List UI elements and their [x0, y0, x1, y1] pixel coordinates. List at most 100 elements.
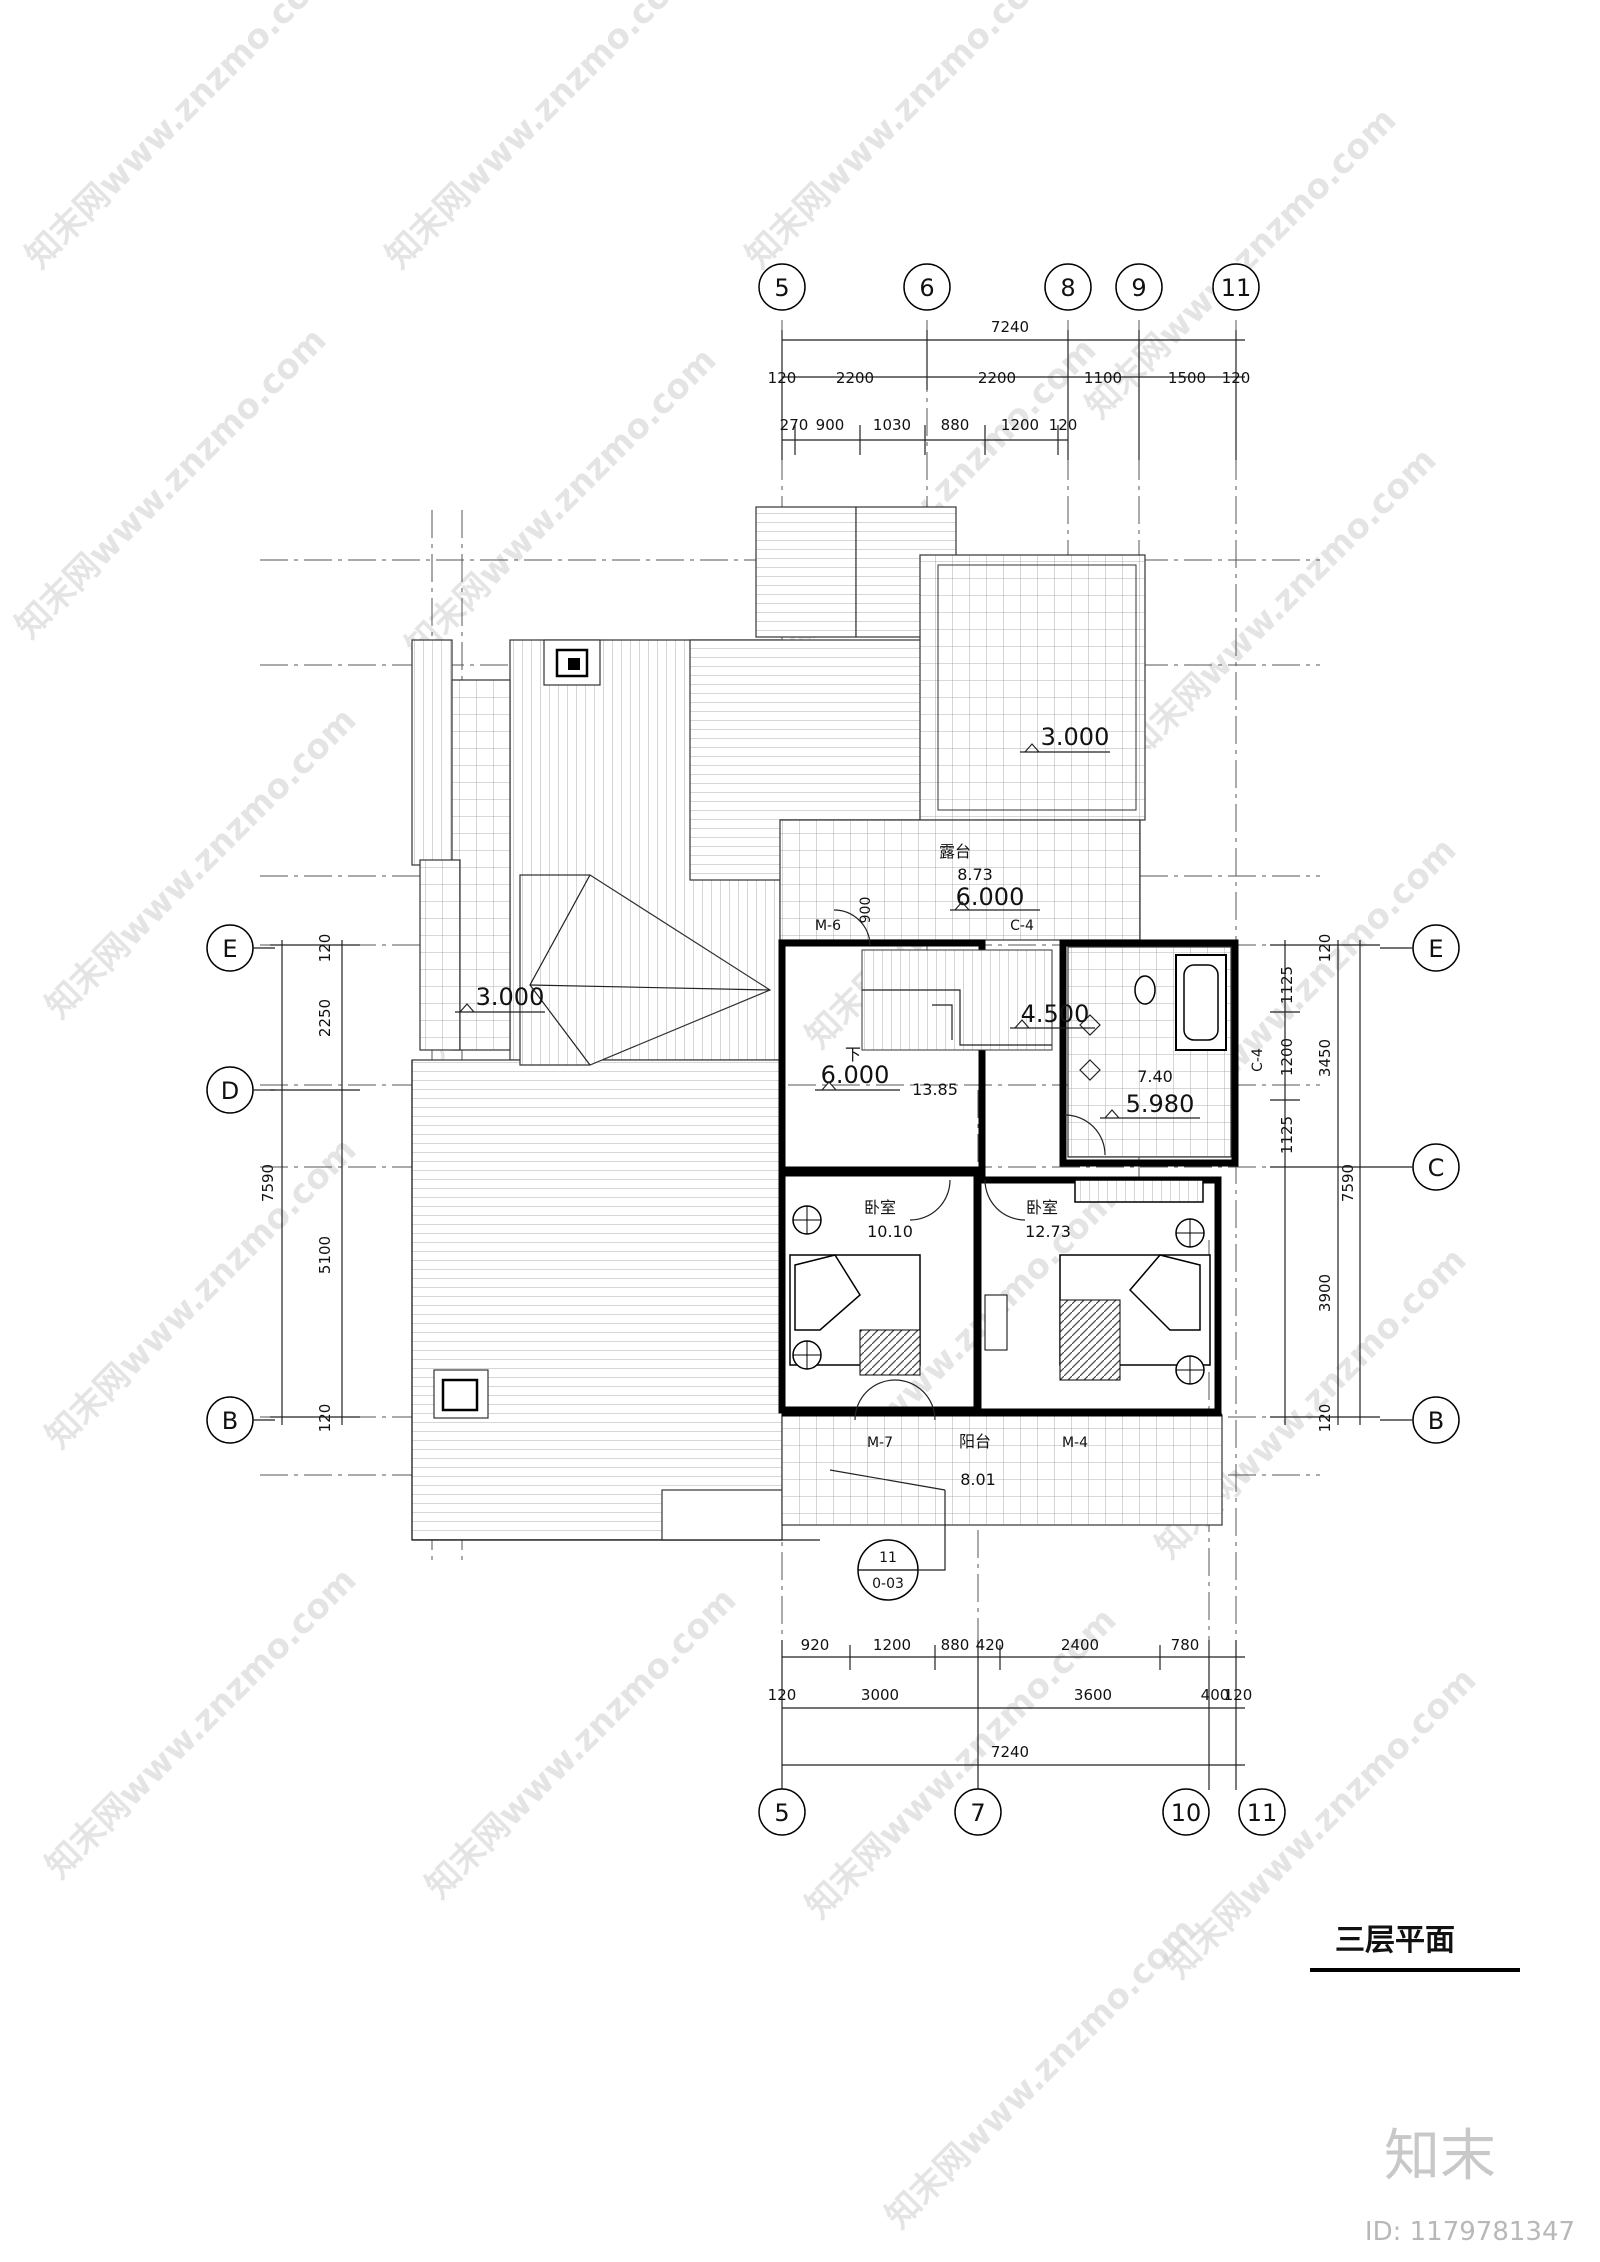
roof-level-right: 3.000: [1041, 723, 1110, 751]
dim-text: 780: [1171, 1636, 1200, 1654]
bedroom-2-area: 12.73: [1025, 1222, 1071, 1241]
dim-text: 120: [1316, 934, 1334, 963]
axis-label-right: B: [1428, 1407, 1444, 1435]
room-labels: 露台 8.73 6.000 6.000 13.85 4.500 下 7.40 5…: [455, 723, 1200, 1489]
dimension-text-bottom: 920 1200 880 420 2400 780 120 3000 3600 …: [768, 1636, 1253, 1761]
balcony-name: 阳台: [959, 1432, 991, 1451]
detail-reference: 11 0-03: [829, 1469, 946, 1601]
axis-label-top: 11: [1221, 274, 1252, 302]
axis-label-left: D: [221, 1077, 239, 1105]
door-tag-m4: M-4: [1062, 1435, 1088, 1451]
watermark-text: 知末网www.znzmo.com: [38, 1560, 364, 1886]
terrace-level: 6.000: [956, 883, 1025, 911]
dimensions-top: [781, 330, 1245, 460]
terrace-area: 8.73: [957, 865, 993, 884]
watermark-text: 知末网www.znzmo.com: [738, 0, 1064, 276]
dim-text: 120: [1316, 1404, 1334, 1433]
bedroom-1-furniture: [789, 1205, 921, 1376]
axis-label-bottom: 11: [1247, 1799, 1278, 1827]
dim-text: 420: [976, 1636, 1005, 1654]
dim-text: 3450: [1316, 1039, 1334, 1077]
watermark-text: 知末网www.znzmo.com: [8, 320, 334, 646]
stair-down-arrow: 下: [845, 1045, 861, 1064]
bedroom-2-furniture: [984, 1179, 1211, 1385]
dimensions-right: [1270, 940, 1380, 1425]
drawing-title: 三层平面: [1310, 1923, 1520, 1972]
dim-text: 1125: [1278, 966, 1296, 1004]
dim-text: 1500: [1168, 369, 1206, 387]
window-tag-c4: C-4: [1010, 918, 1034, 934]
opening-tags: M-6 C-4 C-4 M-7 M-4 900: [815, 897, 1266, 1451]
dim-text: 900: [816, 416, 845, 434]
dim-text: 3600: [1074, 1686, 1112, 1704]
axis-bubbles-bottom: 5 7 10 11: [758, 1788, 1286, 1836]
stair: [861, 949, 1053, 1051]
dim-text: 1125: [1278, 1116, 1296, 1154]
watermark-text: 知末网www.znzmo.com: [398, 340, 724, 666]
building-walls: [778, 939, 1239, 1526]
dim-text: 7590: [1339, 1164, 1357, 1202]
dim-total-top: 7240: [991, 318, 1029, 336]
bath-level: 5.980: [1126, 1090, 1195, 1118]
dim-text: 120: [316, 934, 334, 963]
axis-label-left: B: [222, 1407, 238, 1435]
bath-area: 7.40: [1137, 1067, 1173, 1086]
dim-text: 2250: [316, 999, 334, 1037]
watermark-text: 知末网www.znzmo.com: [878, 1910, 1204, 2236]
roof-left: [411, 639, 966, 1541]
watermark-text: 知末网www.znzmo.com: [1118, 440, 1444, 766]
dim-text: 120: [316, 1404, 334, 1433]
watermark-text: 知末网www.znzmo.com: [38, 700, 364, 1026]
id-text: ID: 1179781347: [1365, 2217, 1575, 2247]
dim-text: 2200: [978, 369, 1016, 387]
dimensions-bottom: [781, 1640, 1245, 1790]
dim-text: 400: [1201, 1686, 1230, 1704]
axis-label-left: E: [222, 935, 237, 963]
detail-sheet: 0-03: [872, 1576, 904, 1592]
dim-text: 120: [1224, 1686, 1253, 1704]
stair-level: 4.500: [1021, 1000, 1090, 1028]
dim-text: 3900: [1316, 1274, 1334, 1312]
balcony-area: 8.01: [960, 1470, 996, 1489]
axis-bubbles-top: 5 6 8 9 11: [758, 263, 1260, 311]
axis-bubbles-left: E D B: [206, 924, 275, 1444]
window-tag-c4-side: C-4: [1250, 1048, 1266, 1072]
detail-number: 11: [879, 1550, 897, 1566]
axis-label-bottom: 7: [970, 1799, 985, 1827]
dim-text: 920: [801, 1636, 830, 1654]
bedroom-1-area: 10.10: [867, 1222, 913, 1241]
door-tag-m7: M-7: [867, 1435, 893, 1451]
axis-label-top: 5: [774, 274, 789, 302]
roof-level-left: 3.000: [476, 983, 545, 1011]
dim-text: 880: [941, 416, 970, 434]
terrace-name: 露台: [939, 842, 971, 861]
watermark-text: 知末网www.znzmo.com: [18, 0, 344, 276]
drawing-title-text: 三层平面: [1335, 1923, 1455, 1958]
logo-text: 知末: [1384, 2124, 1496, 2189]
dim-text: 5100: [316, 1236, 334, 1274]
bedroom-1-name: 卧室: [864, 1198, 896, 1217]
dim-text: 120: [768, 369, 797, 387]
dim-text: 120: [1049, 416, 1078, 434]
watermark-logo: 知末 ID: 1179781347: [1365, 2124, 1575, 2247]
dim-text: 1200: [873, 1636, 911, 1654]
dim-text: 1200: [1278, 1038, 1296, 1076]
dim-text: 1030: [873, 416, 911, 434]
dim-total-bottom: 7240: [991, 1743, 1029, 1761]
axis-label-right: C: [1428, 1154, 1445, 1182]
bedroom-2-name: 卧室: [1026, 1198, 1058, 1217]
bathroom: [1067, 946, 1232, 1158]
axis-label-top: 6: [919, 274, 934, 302]
dim-text: 3000: [861, 1686, 899, 1704]
dim-text: 120: [768, 1686, 797, 1704]
dim-text: 120: [1222, 369, 1251, 387]
dim-text: 1100: [1084, 369, 1122, 387]
dimension-text-left: 120 2250 7590 5100 120: [259, 934, 334, 1433]
dim-text: 2400: [1061, 1636, 1099, 1654]
dimensions-left: [270, 940, 360, 1425]
axis-label-bottom: 5: [774, 1799, 789, 1827]
watermark-text: 知末网www.znzmo.com: [418, 1580, 744, 1906]
dim-text: 880: [941, 1636, 970, 1654]
dim-text: 2200: [836, 369, 874, 387]
